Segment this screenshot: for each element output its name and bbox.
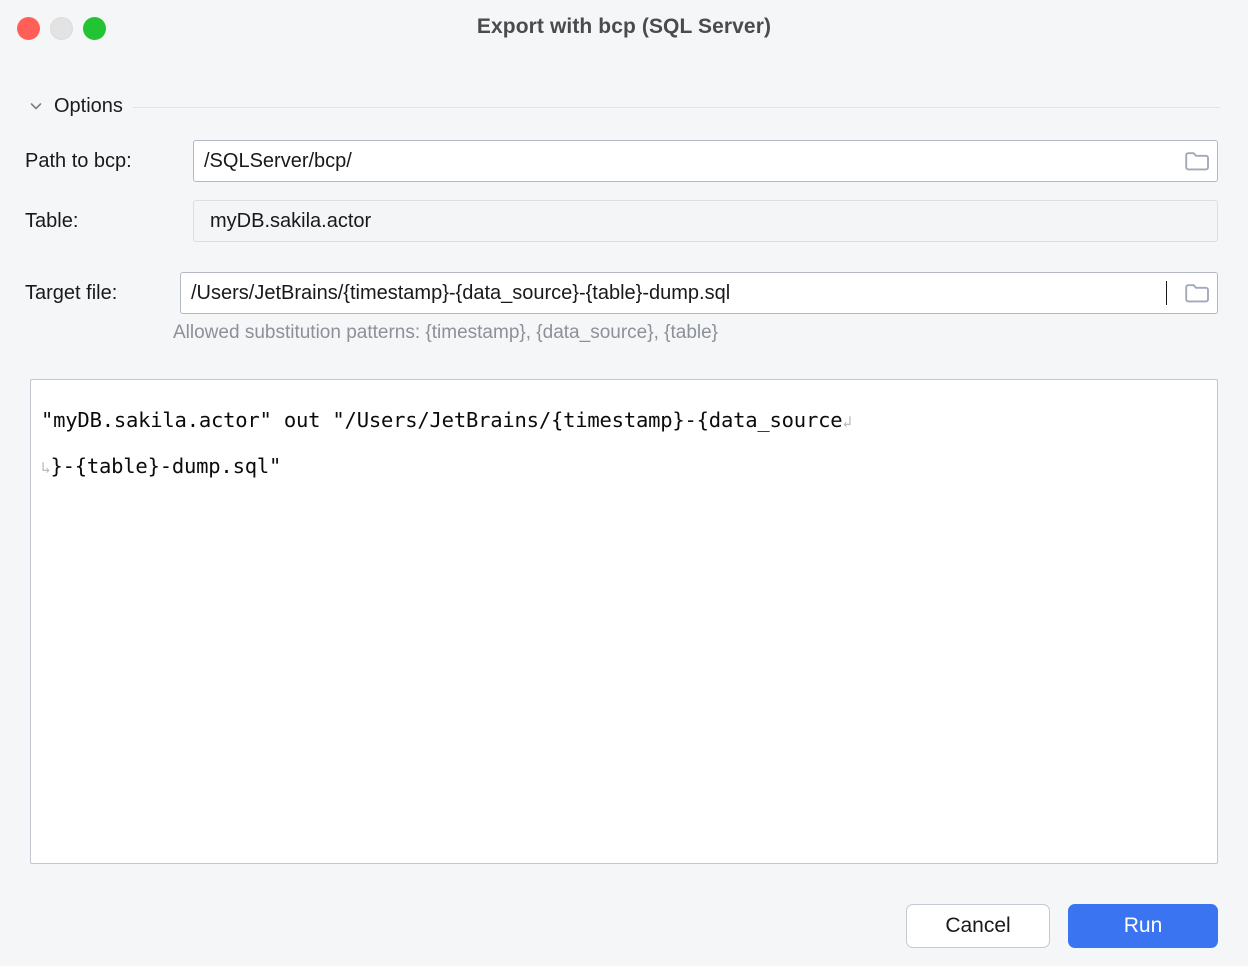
target-file-value: /Users/JetBrains/{timestamp}-{data_sourc…	[191, 281, 731, 304]
folder-icon	[1185, 283, 1209, 302]
command-preview-textarea[interactable]: "myDB.sakila.actor" out "/Users/JetBrain…	[30, 379, 1218, 864]
path-to-bcp-label: Path to bcp:	[25, 150, 132, 172]
command-preview-content: "myDB.sakila.actor" out "/Users/JetBrain…	[31, 380, 1217, 490]
options-section-header[interactable]: Options	[28, 93, 1220, 119]
path-to-bcp-value: /SQLServer/bcp/	[204, 149, 352, 172]
table-input: myDB.sakila.actor	[193, 200, 1218, 242]
form-row-table: Table: myDB.sakila.actor	[0, 200, 1248, 242]
maximize-window-button[interactable]	[83, 17, 106, 40]
table-value: myDB.sakila.actor	[210, 209, 372, 232]
text-caret	[1165, 281, 1167, 305]
cancel-button[interactable]: Cancel	[906, 904, 1050, 948]
minimize-window-button[interactable]	[50, 17, 73, 40]
target-file-browse-button[interactable]	[1181, 278, 1213, 309]
options-section-title: Options	[54, 94, 123, 117]
chevron-down-icon[interactable]	[28, 98, 44, 114]
substitution-patterns-hint: Allowed substitution patterns: {timestam…	[173, 322, 719, 343]
close-window-button[interactable]	[17, 17, 40, 40]
title-bar: Export with bcp (SQL Server)	[0, 0, 1248, 58]
traffic-light-group	[17, 17, 106, 40]
target-file-input[interactable]: /Users/JetBrains/{timestamp}-{data_sourc…	[180, 272, 1218, 314]
path-to-bcp-browse-button[interactable]	[1181, 146, 1213, 177]
dialog-footer: Cancel Run	[0, 886, 1248, 966]
form-row-target-file: Target file: /Users/JetBrains/{timestamp…	[0, 272, 1248, 314]
table-label: Table:	[25, 210, 79, 232]
form-row-path-to-bcp: Path to bcp: /SQLServer/bcp/	[0, 140, 1248, 182]
run-button[interactable]: Run	[1068, 904, 1218, 948]
folder-icon	[1185, 151, 1209, 170]
path-to-bcp-input[interactable]: /SQLServer/bcp/	[193, 140, 1218, 182]
soft-wrap-start-icon: ↳	[41, 458, 51, 477]
soft-wrap-end-icon: ↲	[842, 412, 852, 431]
command-line-1: "myDB.sakila.actor" out "/Users/JetBrain…	[41, 408, 843, 432]
section-divider	[132, 107, 1220, 108]
command-line-2: }-{table}-dump.sql"	[50, 454, 282, 478]
window-title: Export with bcp (SQL Server)	[476, 15, 772, 38]
target-file-label: Target file:	[25, 282, 118, 304]
